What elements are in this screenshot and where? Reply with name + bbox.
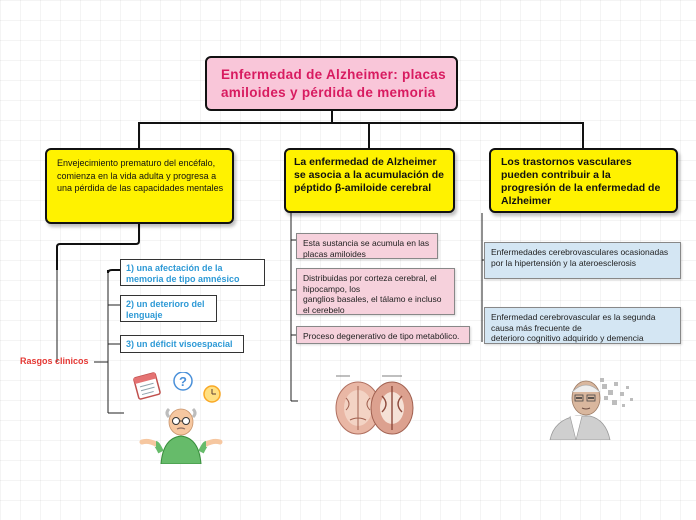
confused-man-illustration: ? [133, 372, 223, 464]
question-mark-icon: ? [173, 372, 193, 391]
clock-icon [203, 385, 221, 403]
healthy-brain-icon [335, 381, 381, 435]
rasgo-visoespacial: 3) un déficit visoespacial [120, 335, 244, 353]
detail-distribucion: Distribuidas por corteza cerebral, el hi… [296, 268, 455, 315]
detail-placas: Esta sustancia se acumula en las placas … [296, 233, 438, 259]
fading-memory-man-illustration [549, 378, 633, 440]
calendar-icon [133, 372, 161, 400]
detail-cerebrovasculares: Enfermedades cerebrovasculares ocasionad… [484, 242, 681, 279]
branch-amyloid: La enfermedad de Alzheimer se asocia a l… [284, 148, 455, 213]
detail-proceso: Proceso degenerativo de tipo metabólico. [296, 326, 470, 344]
detail-segunda-causa: Enfermedad cerebrovascular es la segunda… [484, 307, 681, 344]
svg-text:?: ? [179, 374, 187, 389]
branch-aging: Envejecimiento prematuro del encéfalo, c… [45, 148, 234, 224]
rasgos-clinicos-label: Rasgos clinicos [20, 356, 89, 366]
alzheimer-brain-icon [370, 381, 414, 435]
rasgo-memoria: 1) una afectación de la memoria de tipo … [120, 259, 265, 286]
brain-comparison-illustration [335, 375, 414, 435]
rasgo-lenguaje: 2) un deterioro del lenguaje [120, 295, 217, 322]
branch-vascular: Los trastornos vasculares pueden contrib… [489, 148, 678, 213]
central-title: Enfermedad de Alzheimer: placas amiloide… [205, 56, 458, 111]
